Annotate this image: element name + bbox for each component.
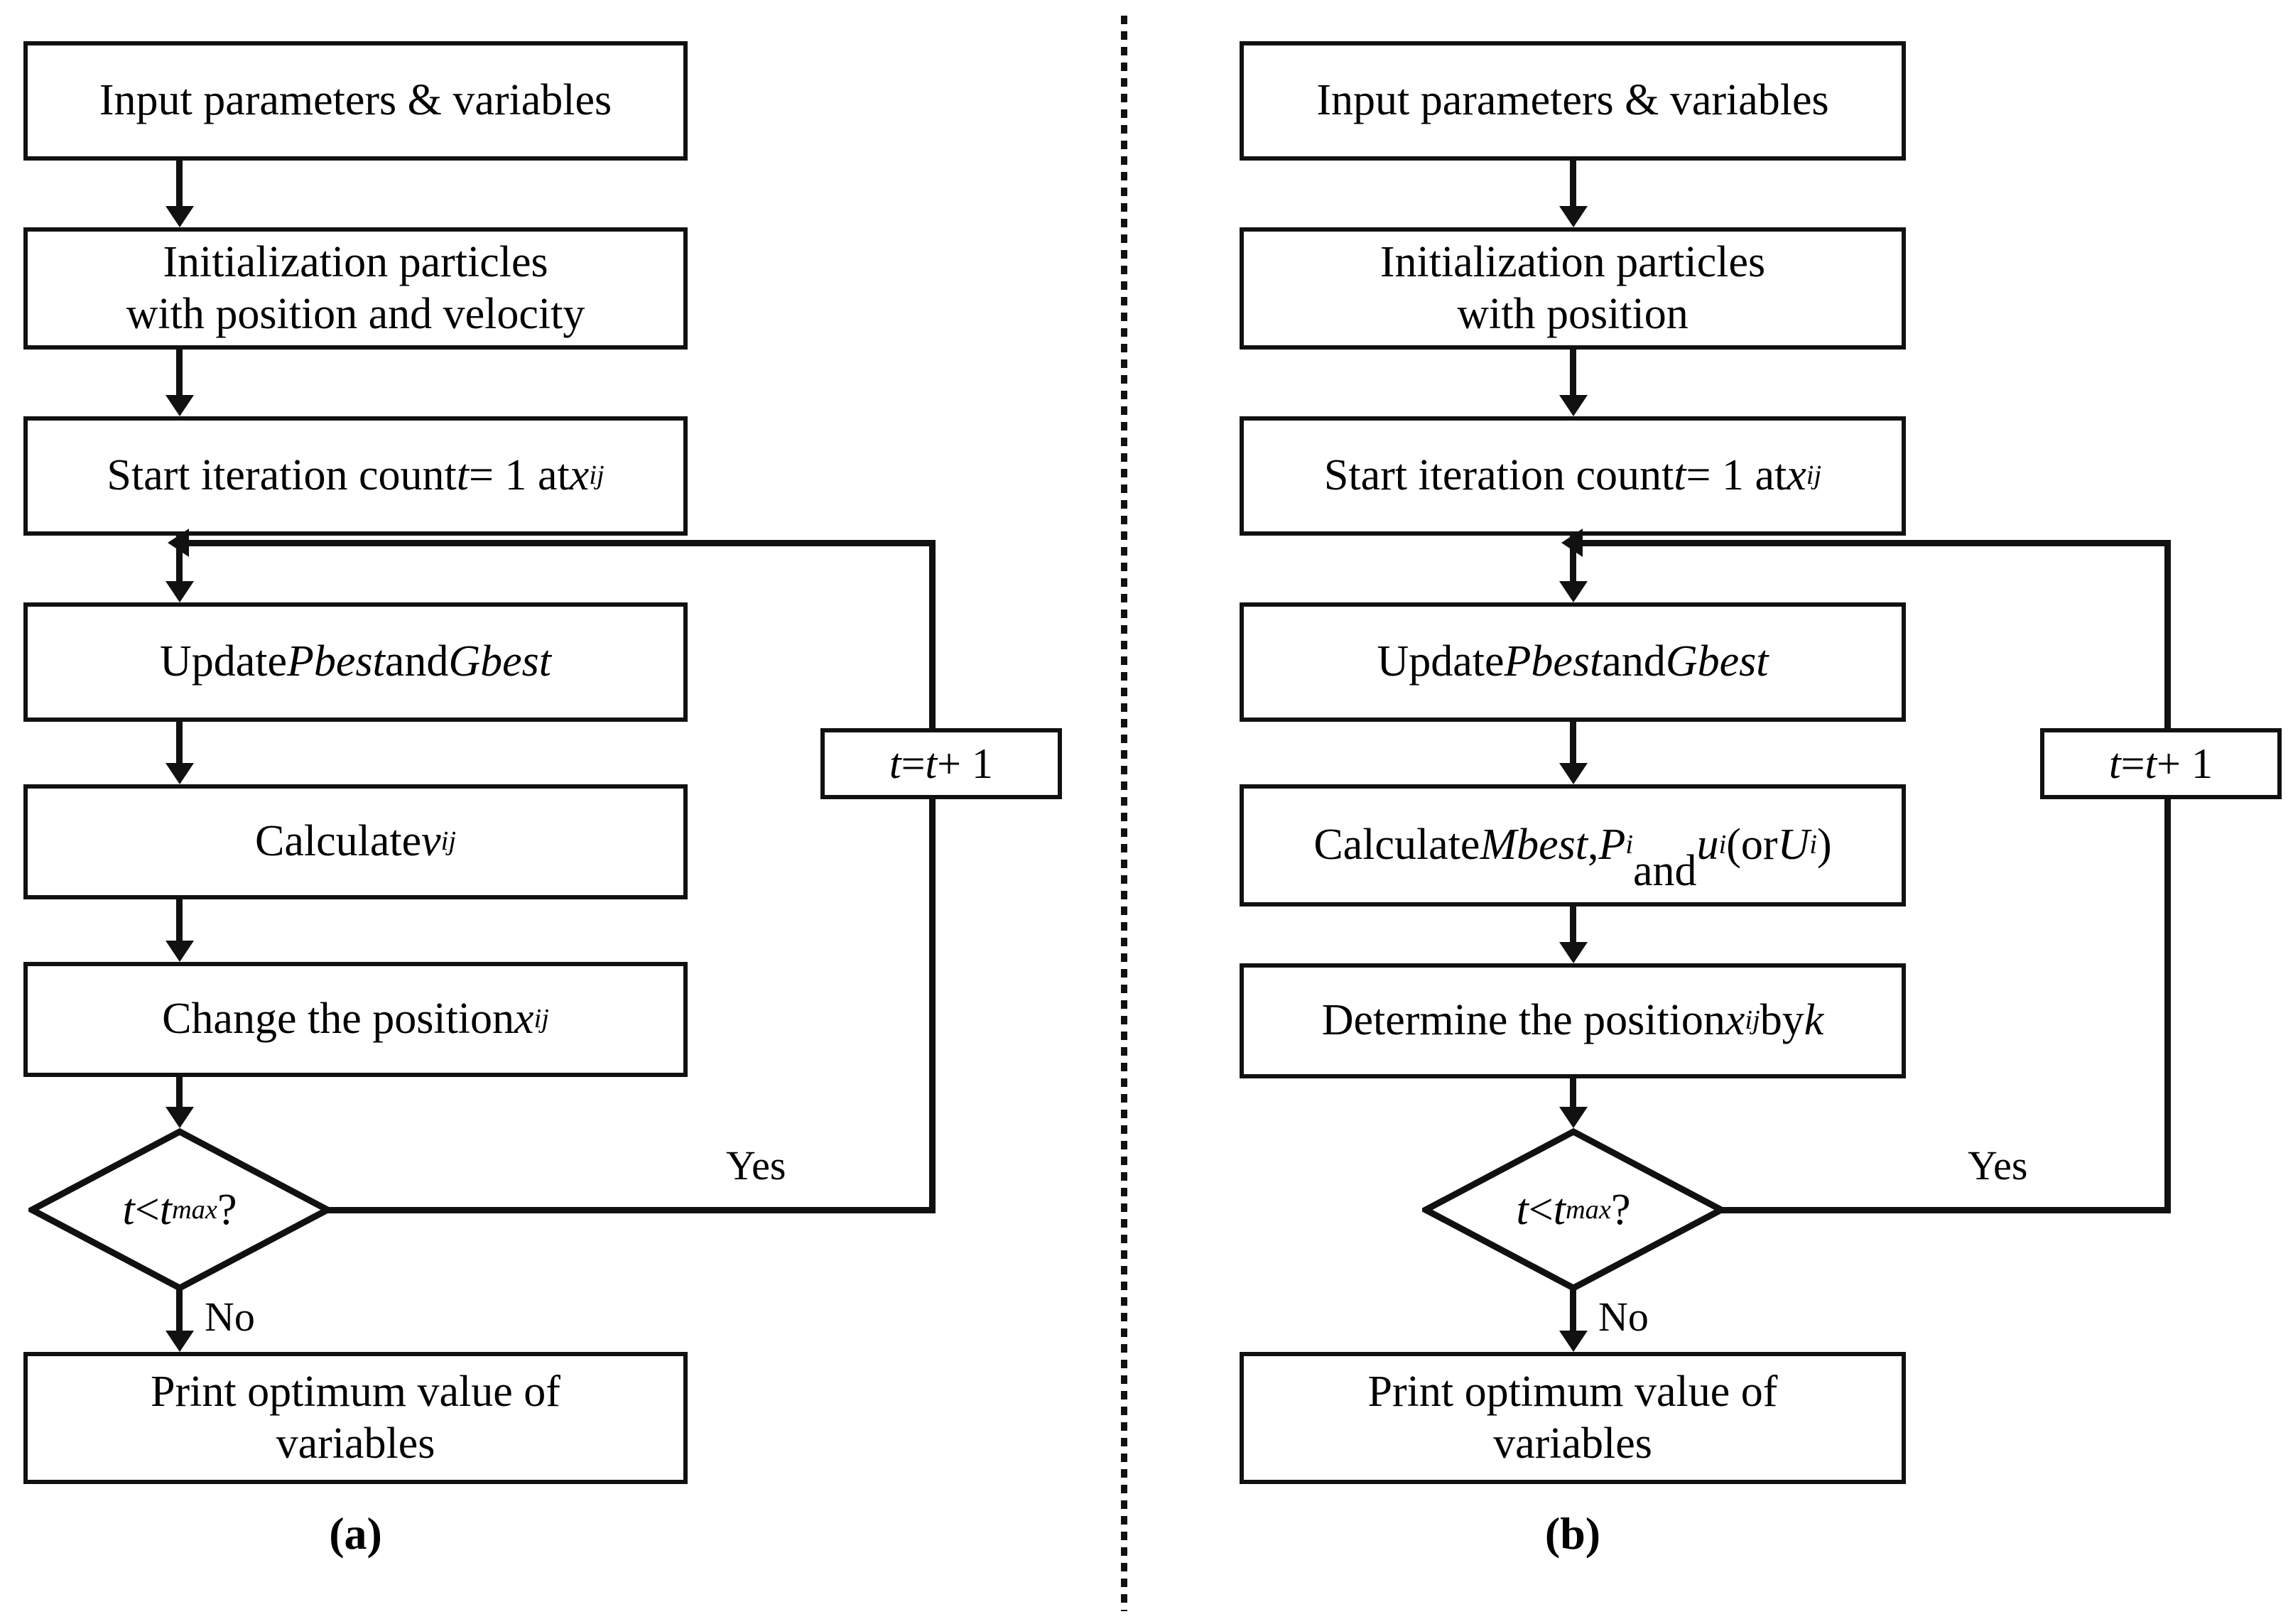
panel-b-edge-calc-determine [1570,906,1576,948]
panel-b-node-update: Update Pbest and Gbest [1240,602,1906,722]
panel-a-edge-label-yes: Yes [726,1142,786,1189]
panel-b-edge-label-yes: Yes [1968,1142,2028,1189]
panel-divider [1121,16,1127,1611]
panel-b-edge-label-no: No [1598,1294,1649,1340]
panel-a-arrowhead-init [166,206,194,227]
panel-a-arrowhead-calc [166,763,194,784]
panel-b-arrowhead-update [1559,581,1588,602]
panel-b-node-input: Input parameters & variables [1240,41,1906,161]
panel-b-arrowhead-start [1559,395,1588,416]
panel-a-edge-input-init [176,161,183,212]
panel-b-edge-input-init [1570,161,1576,212]
panel-a-node-print: Print optimum value of variables [23,1352,688,1484]
panel-a-edge-init-start [176,350,183,401]
panel-a-arrowhead-print [166,1331,194,1352]
panel-a-arrowhead-feedback [168,529,189,557]
panel-a-edge-calc-change [176,899,183,946]
panel-b-arrowhead-init [1559,206,1588,227]
panel-a-node-init: Initialization particles with position a… [23,227,688,350]
panel-a-arrowhead-decision [166,1107,194,1128]
panel-b-edge-determine-decision [1570,1078,1576,1113]
panel-a-edge-update-calc [176,722,183,769]
panel-a-node-update: Update Pbest and Gbest [23,602,688,722]
panel-b-arrowhead-determine [1559,942,1588,963]
panel-b-node-print: Print optimum value of variables [1240,1352,1906,1484]
panel-b-edge-yes-vertical [2164,540,2171,1213]
panel-a-edge-decision-print [176,1288,183,1336]
panel-a-arrowhead-start [166,395,194,416]
panel-b-arrowhead-calc [1559,763,1588,784]
panel-b-node-init: Initialization particles with position [1240,227,1906,350]
panel-b-edge-init-start [1570,350,1576,401]
panel-b-edge-decision-print [1570,1288,1576,1336]
panel-b-arrowhead-decision [1559,1107,1588,1128]
panel-a-arrowhead-update [166,581,194,602]
panel-a-edge-start-update [176,536,183,587]
panel-b-edge-yes-horizontal [1722,1207,2171,1213]
panel-b-arrowhead-print [1559,1331,1588,1352]
panel-a-edge-yes-horizontal [328,1207,936,1213]
panel-b-edge-feedback-horizontal [1580,540,2171,546]
panel-a-caption: (a) [329,1508,382,1559]
panel-b-arrowhead-feedback [1561,529,1583,557]
panel-a-arrowhead-change [166,941,194,962]
panel-a-edge-feedback-horizontal [186,540,936,546]
panel-b-caption: (b) [1544,1508,1601,1559]
panel-a-edge-yes-vertical [929,540,936,1213]
panel-b-node-increment: t = t + 1 [2040,728,2282,799]
panel-a-node-input: Input parameters & variables [23,41,688,161]
panel-b-edge-update-calc [1570,722,1576,769]
panel-a-edge-change-decision [176,1077,183,1113]
panel-a-node-increment: t = t + 1 [820,728,1062,799]
panel-a-edge-label-no: No [205,1294,255,1340]
panel-b-edge-start-update [1570,536,1576,587]
